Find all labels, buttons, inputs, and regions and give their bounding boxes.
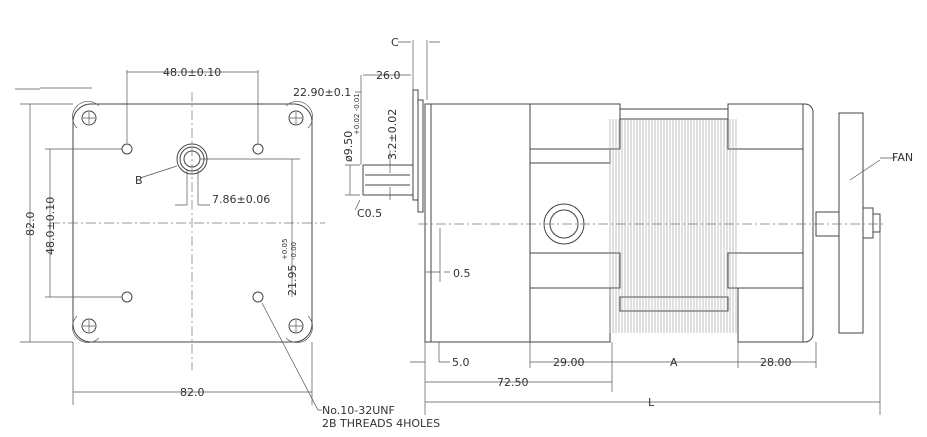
dim-shaft-length: 26.0 (376, 69, 401, 82)
dim-diameter: ø9.50 (342, 131, 355, 162)
shaft-detail: C 26.0 22.90±0.1 ø9.50 +0.02 -0.01 3.2±0… (293, 36, 440, 220)
dim-shaft-offset: 21.95 (286, 265, 299, 297)
dim-width: 82.0 (180, 386, 205, 399)
dim-gap: 0.5 (453, 267, 471, 280)
dim-shaft-flat: 7.86±0.06 (212, 193, 270, 206)
dim-a: A (670, 356, 678, 369)
callout-b: B (135, 174, 143, 187)
dim-shaft-offset-tol-lower: -0.00 (290, 242, 298, 260)
front-view: 48.0±0.10 82.0 82.0 48.0±0.10 7.86±0.06 … (15, 66, 440, 430)
fan-label: FAN (892, 151, 913, 164)
dim-29: 29.00 (553, 356, 585, 369)
dim-diameter-tol: +0.02 -0.01 (353, 93, 361, 135)
fan (838, 112, 864, 334)
motor-face-outline (72, 103, 313, 343)
stator-laminations (609, 119, 737, 333)
dim-chamfer: C0.5 (357, 207, 382, 220)
dim-hole-spacing-v: 48.0±0.10 (44, 197, 57, 255)
dim-hole-spacing-h: 48.0±0.10 (163, 66, 221, 79)
thread-note-line1: No.10-32UNF (322, 404, 395, 417)
dim-72: 72.50 (497, 376, 529, 389)
dim-l: L (648, 396, 655, 409)
corner-screws (72, 101, 313, 343)
dim-shaft-face: 22.90±0.1 (293, 86, 351, 99)
thread-note-line2: 2B THREADS 4HOLES (322, 417, 440, 430)
dim-shaft-offset-tol-upper: +0.05 (281, 239, 289, 260)
dim-flat-depth: 3.2±0.02 (386, 109, 399, 160)
dim-flange: 5.0 (452, 356, 470, 369)
dim-height: 82.0 (24, 212, 37, 237)
side-view: 0.5 5.0 29.00 A 28.00 72.50 L FAN (410, 103, 913, 415)
dim-28: 28.00 (760, 356, 792, 369)
dim-c: C (391, 36, 399, 49)
